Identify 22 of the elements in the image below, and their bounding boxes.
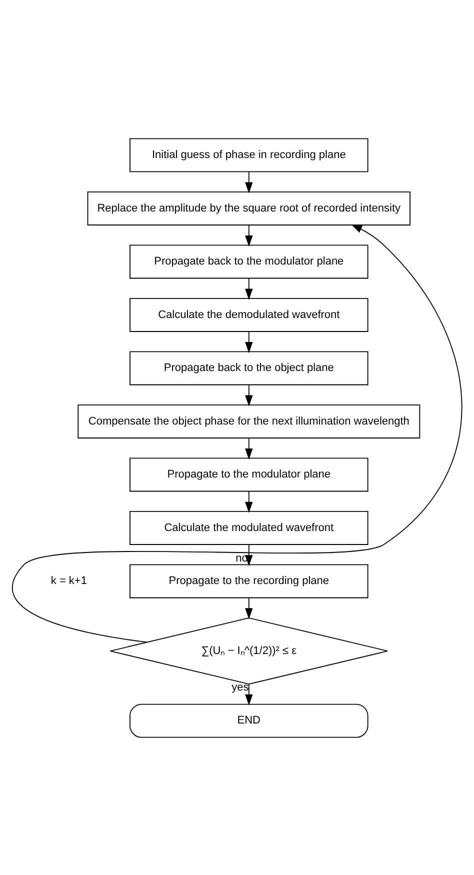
arrow xyxy=(245,330,253,353)
arrow xyxy=(245,277,253,300)
arrow xyxy=(245,437,253,460)
arrow xyxy=(245,596,253,619)
node-box: Initial guess of phase in recording plane xyxy=(130,138,368,172)
label: k = k+1 xyxy=(50,574,87,587)
arrow xyxy=(12,224,462,642)
node-box: Replace the amplitude by the square root of recorded intensity xyxy=(87,190,410,225)
node-box: Propagate to the modulator plane xyxy=(130,457,368,492)
node-box: Propagate back to the object plane xyxy=(130,350,368,385)
arrow xyxy=(245,384,253,406)
node-box: Propagate to the recording plane xyxy=(130,564,368,598)
arrow xyxy=(245,683,253,705)
node-box: Propagate back to the modulator plane xyxy=(130,244,368,278)
node-box: END xyxy=(130,703,368,738)
arrow xyxy=(245,224,253,246)
arrow xyxy=(245,490,253,512)
node-box: Calculate the modulated wavefront xyxy=(130,510,368,544)
node-diamond: ∑(Uₙ − Iₙ^(1/2))² ≤ ε xyxy=(110,617,388,684)
node-box: Calculate the demodulated wavefront xyxy=(130,297,368,332)
node-box: Compensate the object phase for the next illumination wavelength xyxy=(78,404,420,438)
arrow xyxy=(245,170,253,193)
